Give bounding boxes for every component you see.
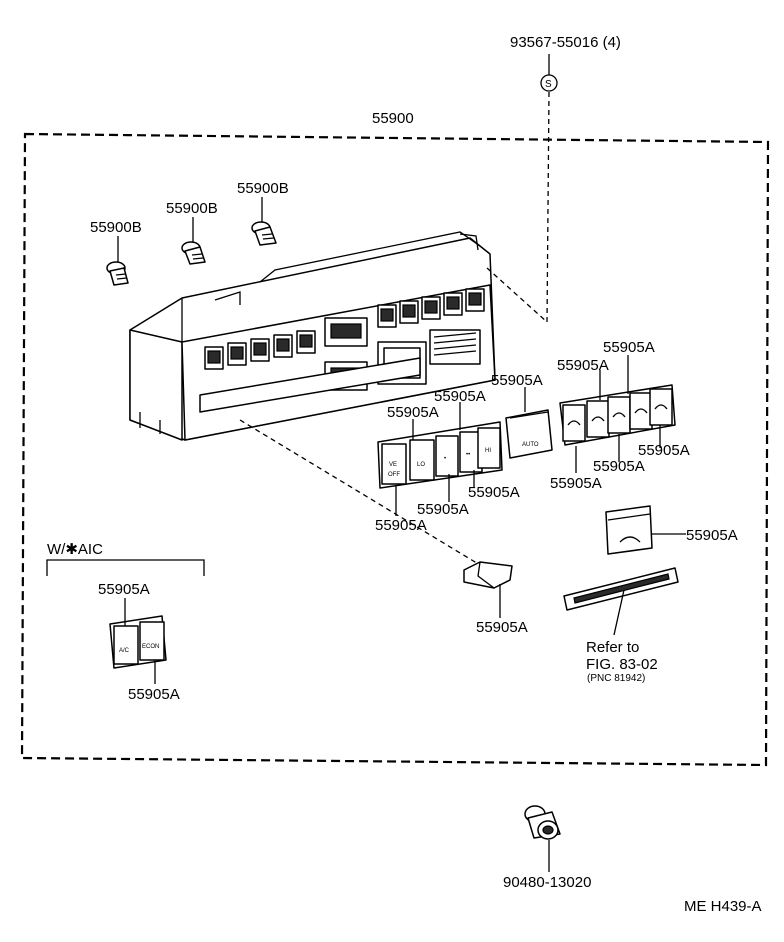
panel-lower-dashed-leader [239, 419, 481, 566]
label-knob: 55905A [603, 339, 655, 356]
label-knob: 55905A [638, 442, 690, 459]
label-knob: 55905A [686, 527, 738, 544]
screw-icon [181, 241, 206, 265]
bulb-icon [524, 805, 561, 840]
refer-note-line3: (PNC 81942) [587, 673, 645, 684]
button-text-lo: LO [417, 462, 425, 468]
label-variant: W/✱AIC [47, 541, 103, 558]
slide-plate [563, 567, 679, 611]
label-screw-a: 55900B [90, 219, 142, 236]
ac-econ-button-group: A/C ECON [109, 615, 167, 669]
assembly-border [20, 132, 770, 767]
button-text-econ: ECON [142, 644, 159, 650]
label-assembly: 55900 [372, 110, 414, 127]
label-knob: 55905A [550, 475, 602, 492]
small-cap-knob [463, 561, 513, 589]
label-knob: 55905A [491, 372, 543, 389]
single-switch-knob [605, 505, 653, 555]
button-text-ve: VE [389, 462, 397, 468]
blower-button-group: VE OFF LO • •• HI [377, 421, 503, 489]
button-text-off: OFF [388, 472, 400, 478]
label-bulb-part-number: 90480-13020 [503, 874, 591, 891]
button-text-dots: •• [466, 452, 470, 458]
label-nut-part-number: 93567-55016 (4) [510, 34, 621, 51]
label-knob: 55905A [557, 357, 609, 374]
label-knob: 55905A [476, 619, 528, 636]
auto-button: AUTO [505, 409, 553, 459]
label-screw-b: 55900B [166, 200, 218, 217]
mode-button-group [559, 384, 676, 446]
button-text-ac: A/C [119, 648, 130, 654]
label-knob: 55905A [98, 581, 150, 598]
label-knob: 55905A [434, 388, 486, 405]
refer-note-line2: FIG. 83-02 [586, 656, 658, 673]
button-text-hi: HI [485, 448, 491, 454]
label-knob: 55905A [375, 517, 427, 534]
screw-icon [251, 221, 277, 246]
variant-bracket [46, 559, 205, 576]
label-knob: 55905A [387, 404, 439, 421]
figure-id: ME H439-A [684, 898, 762, 915]
nut-symbol: S [545, 79, 552, 90]
screw-icon [106, 261, 129, 286]
label-knob: 55905A [468, 484, 520, 501]
button-text-auto: AUTO [522, 442, 539, 448]
label-knob: 55905A [593, 458, 645, 475]
label-knob: 55905A [417, 501, 469, 518]
refer-note-line1: Refer to [586, 639, 639, 656]
button-text-dot: • [444, 456, 446, 462]
slide-plate-leader [613, 589, 625, 636]
label-screw-c: 55900B [237, 180, 289, 197]
panel-dashed-leader [486, 267, 548, 323]
control-panel-assembly [129, 231, 496, 441]
nut-dashed-leader [546, 91, 550, 323]
label-knob: 55905A [128, 686, 180, 703]
